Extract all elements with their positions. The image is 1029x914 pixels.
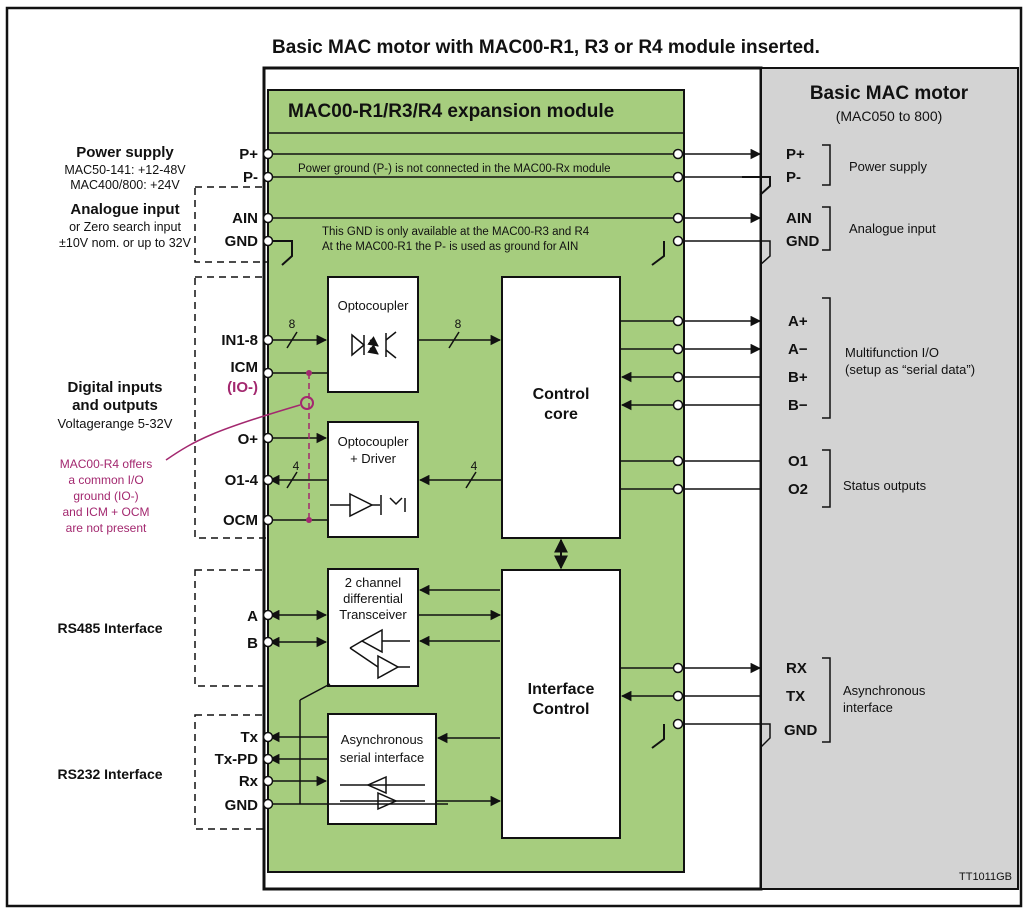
transceiver-label-1: 2 channel [345, 575, 401, 590]
digital-io-label-2: and outputs [72, 397, 158, 414]
pin-rx: Rx [239, 773, 259, 790]
motor-pin-p-minus: P- [786, 169, 801, 186]
motor-pin-p-plus: P+ [786, 146, 805, 163]
r4-note-line5: are not present [66, 521, 147, 535]
motor-pin-o1: O1 [788, 453, 808, 470]
optocoupler-block [327, 276, 419, 393]
pin-a: A [247, 608, 258, 625]
analogue-input-line2: ±10V nom. or up to 32V [59, 236, 192, 250]
motor-pin-o2: O2 [788, 481, 808, 498]
motor-group-power-supply: Power supply [849, 159, 928, 174]
rs232-connector-group [194, 714, 269, 830]
pin-ain-left: AIN [232, 210, 258, 227]
bus-width-out: 4 [293, 459, 300, 473]
power-connector-group [194, 186, 269, 263]
motor-subtitle: (MAC050 to 800) [836, 108, 943, 124]
analogue-input-label: Analogue input [70, 201, 179, 218]
bus-width-in: 8 [289, 317, 296, 331]
rs485-label: RS485 Interface [57, 620, 162, 636]
motor-pin-b-plus: B+ [788, 369, 808, 386]
r4-note-line1: MAC00-R4 offers [60, 457, 152, 471]
optocoupler-driver-label-1: Optocoupler [338, 434, 409, 449]
motor-group-analogue-input: Analogue input [849, 221, 936, 236]
motor-group-multifunction-1: Multifunction I/O [845, 345, 939, 360]
optocoupler-driver-block [327, 421, 419, 538]
reference-code: TT1011GB [959, 871, 1012, 883]
diagram-title: Basic MAC motor with MAC00-R1, R3 or R4 … [272, 37, 820, 58]
r4-note-leader [165, 404, 301, 461]
motor-pin-gnd: GND [784, 722, 818, 739]
pin-gnd-ain-left: GND [225, 233, 259, 250]
motor-title: Basic MAC motor [810, 83, 969, 104]
pin-icm: ICM [231, 359, 259, 376]
digital-io-label-1: Digital inputs [68, 379, 163, 396]
module-title: MAC00-R1/R3/R4 expansion module [288, 101, 614, 122]
control-core-label-2: core [544, 406, 578, 423]
control-core-label-1: Control [533, 386, 590, 403]
gnd-note-2: At the MAC00-R1 the P- is used as ground… [322, 241, 578, 253]
analogue-input-line1: or Zero search input [69, 220, 181, 234]
transceiver-label-2: differential [343, 591, 403, 606]
motor-group-async-2: interface [843, 700, 893, 715]
async-serial-label-1: Asynchronous [341, 732, 424, 747]
pin-gnd-rs232: GND [225, 797, 259, 814]
r4-note-line2: a common I/O [68, 473, 143, 487]
interface-control-label-2: Control [533, 701, 590, 718]
pin-ocm: OCM [223, 512, 258, 529]
motor-pin-tx: TX [786, 688, 805, 705]
interface-control-label-1: Interface [528, 681, 595, 698]
driver-symbol [330, 492, 406, 518]
pin-o1-4: O1-4 [225, 472, 259, 489]
motor-pin-a-minus: A− [788, 341, 808, 358]
motor-group-multifunction-2: (setup as “serial data”) [845, 362, 975, 377]
power-ground-note: Power ground (P-) is not connected in th… [298, 163, 611, 175]
pin-io-minus: (IO-) [227, 379, 258, 396]
pin-b: B [247, 635, 258, 652]
pin-in1-8: IN1-8 [221, 332, 258, 349]
rs485-connector-group [194, 569, 269, 687]
outer-frame [5, 6, 1023, 908]
motor-group-async-1: Asynchronous [843, 683, 926, 698]
motor-pin-ain: AIN [786, 210, 812, 227]
r4-note-circle [300, 396, 314, 410]
gnd-note-1: This GND is only available at the MAC00-… [322, 226, 590, 238]
pin-o-plus: O+ [238, 431, 259, 448]
rs232-label: RS232 Interface [57, 766, 162, 782]
motor-pin-a-plus: A+ [788, 313, 808, 330]
control-core-block [501, 276, 621, 539]
power-supply-line1: MAC50-141: +12-48V [64, 163, 186, 177]
pin-tx: Tx [240, 729, 258, 746]
motor-pin-gnd-ain: GND [786, 233, 820, 250]
async-serial-block [327, 713, 437, 825]
interface-control-block [501, 569, 621, 839]
power-supply-line2: MAC400/800: +24V [70, 178, 180, 192]
bus-width-out2: 4 [471, 459, 478, 473]
transceiver-label-3: Transceiver [339, 607, 407, 622]
motor-pin-rx: RX [786, 660, 807, 677]
transceiver-symbol [349, 628, 410, 680]
async-serial-label-2: serial interface [340, 750, 425, 765]
optocoupler-symbol [351, 331, 397, 359]
optocoupler-driver-label-2: + Driver [350, 451, 397, 466]
motor-pin-b-minus: B− [788, 397, 808, 414]
digital-io-line1: Voltagerange 5-32V [58, 416, 173, 431]
r4-note-line3: ground (IO-) [73, 489, 138, 503]
pin-p-minus-left: P- [243, 169, 258, 186]
digital-connector-group [194, 276, 269, 539]
motor-group-status-outputs: Status outputs [843, 478, 927, 493]
serial-symbol [340, 775, 425, 811]
bus-width-in2: 8 [455, 317, 462, 331]
optocoupler-label: Optocoupler [338, 298, 409, 313]
r4-note-line4: and ICM + OCM [62, 505, 149, 519]
motor-area [760, 67, 1019, 890]
power-supply-label: Power supply [76, 144, 174, 161]
pin-p-plus-left: P+ [239, 146, 258, 163]
pin-tx-pd: Tx-PD [215, 751, 259, 768]
